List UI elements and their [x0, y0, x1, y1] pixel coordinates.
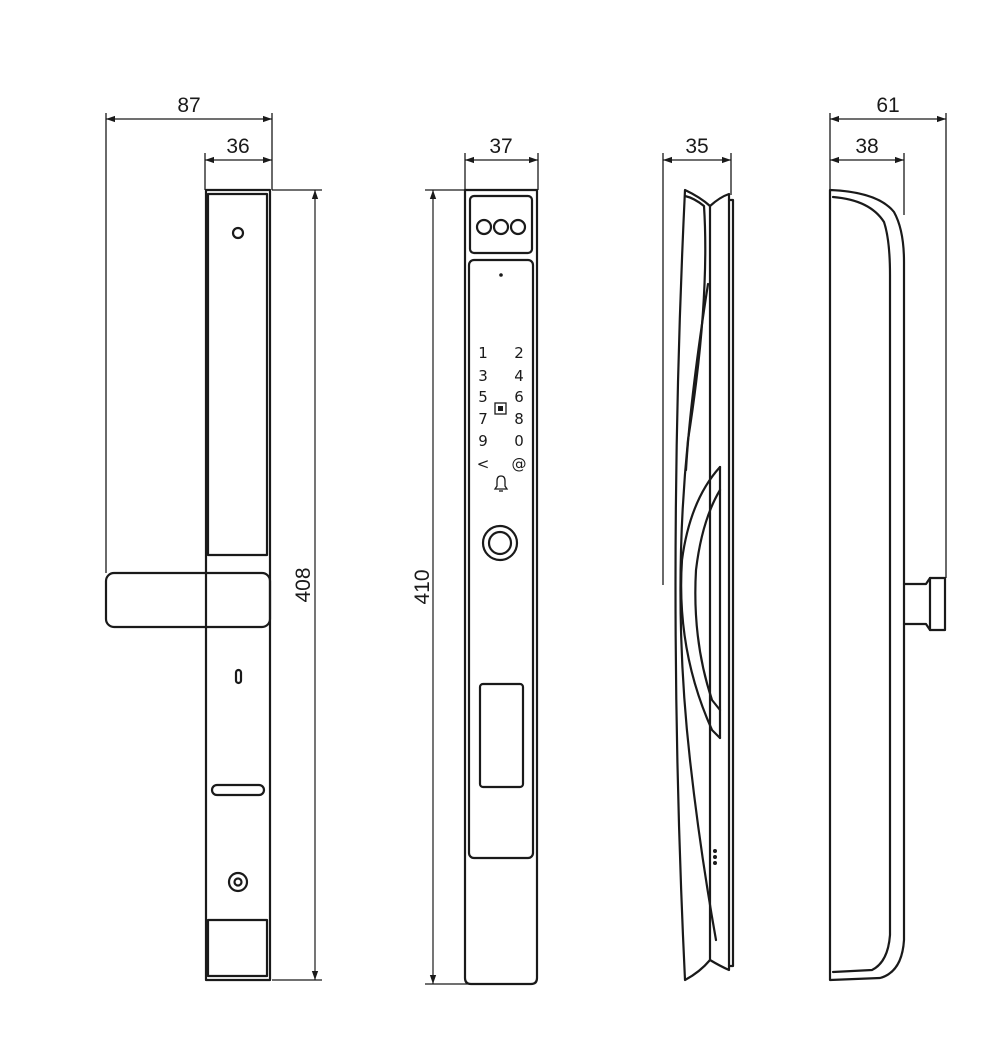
- key-4[interactable]: 4: [514, 367, 524, 385]
- wide-slot: [210, 783, 266, 797]
- key-3[interactable]: 3: [478, 367, 488, 385]
- side-dot-3: [713, 861, 717, 865]
- key-7[interactable]: 7: [478, 410, 488, 428]
- back-body-outline: [828, 188, 906, 982]
- keypad-keys: 1 2 3 4 5 6 7 8 9 0 < @: [477, 344, 527, 473]
- cylinder-inner: [233, 877, 243, 887]
- side-dimensions: 35: [662, 135, 732, 585]
- dim-36: 36: [226, 135, 249, 158]
- dim-408: 408: [292, 567, 315, 602]
- back-dimensions: 61 38: [829, 94, 947, 578]
- dim-35: 35: [685, 135, 708, 158]
- side-handle-inner: [694, 488, 722, 712]
- key-5[interactable]: 5: [478, 388, 488, 406]
- key-back[interactable]: <: [477, 455, 490, 473]
- side-back-plate: [727, 198, 735, 968]
- key-1[interactable]: 1: [478, 344, 488, 362]
- camera-lens-3: [509, 218, 527, 236]
- top-screw-hole: [231, 226, 245, 240]
- dim-61: 61: [876, 94, 899, 117]
- camera-lens-2: [492, 218, 510, 236]
- side-dot-2: [713, 855, 717, 859]
- dim-410: 410: [411, 569, 434, 604]
- side-inner-curve-front: [679, 194, 718, 942]
- key-at[interactable]: @: [512, 455, 527, 473]
- keypad-view: 1 2 3 4 5 6 7 8 9 0 < @: [463, 188, 539, 986]
- fingerprint-sensor-icon[interactable]: [481, 524, 519, 562]
- back-inner-contour: [831, 195, 892, 974]
- square-key-icon[interactable]: [494, 402, 507, 415]
- keypad-body-outline: [463, 188, 539, 986]
- dim-38: 38: [855, 135, 878, 158]
- camera-lens-1: [475, 218, 493, 236]
- dim-37: 37: [489, 135, 512, 158]
- small-slot: [234, 668, 243, 685]
- sensor-dot: [499, 273, 503, 277]
- lower-window: [478, 682, 525, 789]
- key-8[interactable]: 8: [514, 410, 524, 428]
- back-knob[interactable]: [902, 576, 947, 632]
- front-plate-outline: [204, 188, 272, 982]
- side-handle-outer: [680, 465, 722, 740]
- cylinder-outer: [227, 871, 249, 893]
- front-dimensions: 87 36 408: [105, 94, 322, 981]
- battery-cover: [206, 918, 269, 978]
- key-9[interactable]: 9: [478, 432, 488, 450]
- front-upper-panel: [206, 192, 269, 557]
- keypad-dimensions: 37 410: [411, 135, 539, 985]
- side-top-contour: [684, 282, 710, 472]
- key-0[interactable]: 0: [514, 432, 524, 450]
- keypad-panel: [467, 258, 535, 860]
- front-view: [104, 188, 272, 982]
- dim-87: 87: [177, 94, 200, 117]
- handle-lever: [104, 571, 272, 629]
- side-view: [674, 188, 735, 982]
- key-2[interactable]: 2: [514, 344, 524, 362]
- side-body-outline: [674, 188, 731, 982]
- side-dot-1: [713, 849, 717, 853]
- camera-module: [468, 194, 534, 255]
- bell-icon[interactable]: [493, 475, 509, 492]
- key-6[interactable]: 6: [514, 388, 524, 406]
- back-view: [828, 188, 947, 982]
